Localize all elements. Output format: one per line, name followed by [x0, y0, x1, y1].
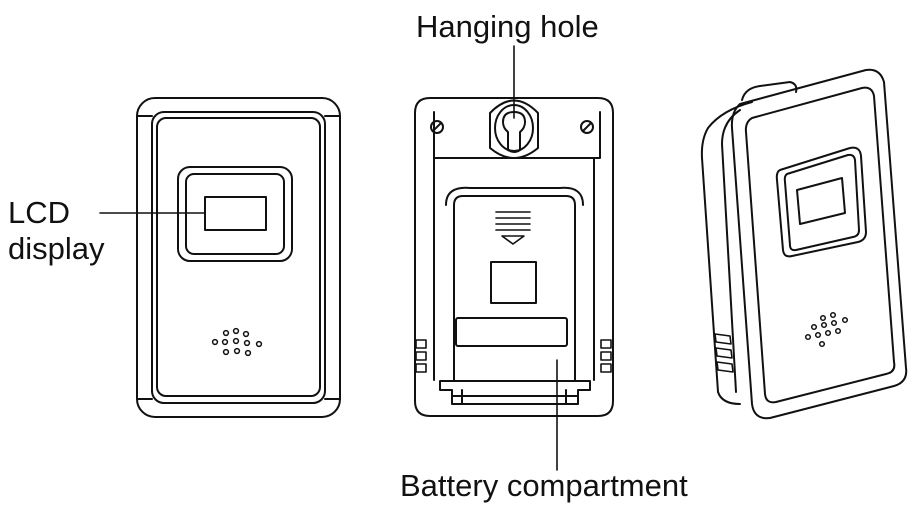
- hanging-hole-keyhole: [502, 111, 526, 153]
- angled-side-inner: [721, 109, 741, 393]
- front-speaker-grille: [211, 327, 263, 357]
- angled-lcd-window-outer: [775, 146, 867, 258]
- lcd-label-line1: LCD: [8, 195, 71, 230]
- angled-front-outer: [730, 68, 908, 420]
- back-side-clips-left: [415, 339, 427, 373]
- front-lcd-window-outer: [177, 166, 293, 262]
- battery-cover-latch: [495, 211, 531, 245]
- angled-lcd-display: [796, 177, 846, 225]
- angled-side-clips: [714, 333, 734, 373]
- battery-cover: [453, 195, 576, 382]
- battery-compartment-label: Battery compartment: [400, 468, 688, 503]
- lcd-label-line2: display: [8, 231, 105, 266]
- front-lcd-display: [204, 196, 267, 231]
- front-lcd-window-inner: [185, 173, 285, 255]
- angled-side-body: [700, 101, 753, 405]
- back-screw-right: [580, 120, 594, 134]
- back-outer-body: [414, 97, 614, 417]
- angled-lcd-window-inner: [783, 153, 860, 252]
- angled-speaker-grille: [804, 311, 849, 348]
- front-inner-bezel: [151, 111, 326, 404]
- angled-hanging-tab: [741, 81, 798, 101]
- battery-cover-top-curve: [445, 186, 584, 206]
- angled-front-inner: [744, 86, 896, 404]
- back-stand: [439, 380, 591, 405]
- front-face-panel: [156, 117, 321, 397]
- battery-cover-label-square: [490, 261, 537, 304]
- front-outer-body: [136, 97, 341, 418]
- back-view: [414, 97, 614, 417]
- battery-cover-label-bar: [455, 317, 568, 347]
- hanging-hole-housing: [489, 99, 539, 159]
- front-view: [136, 97, 341, 418]
- hanging-hole-label: Hanging hole: [416, 9, 599, 44]
- back-screw-left: [430, 120, 444, 134]
- back-side-clips-right: [600, 339, 612, 373]
- angled-view: [700, 68, 908, 420]
